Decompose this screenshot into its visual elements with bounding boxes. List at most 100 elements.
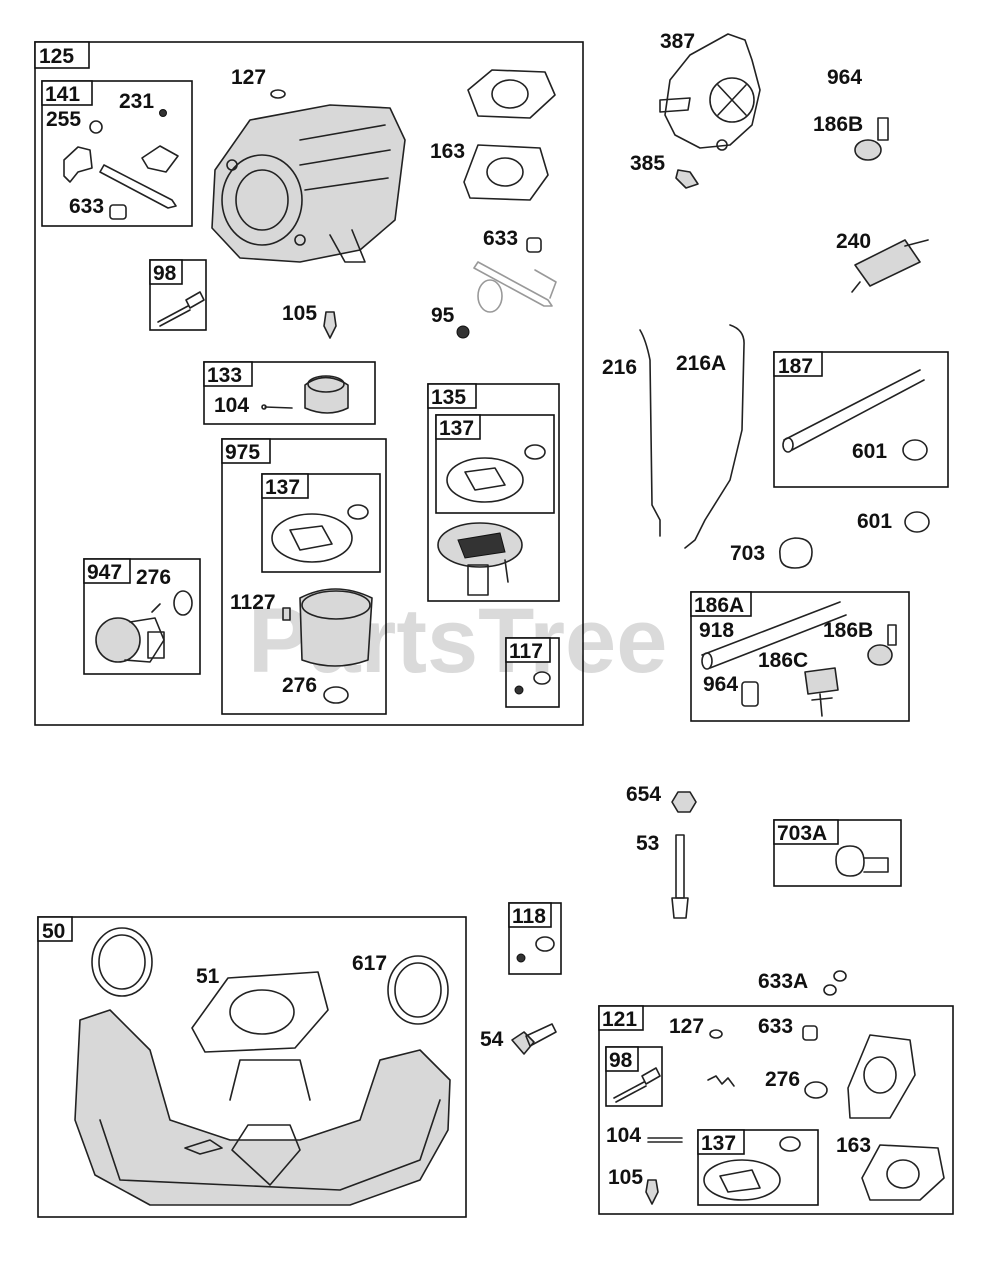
stud-53[interactable]: [671, 834, 689, 919]
fitting-186B[interactable]: [854, 117, 889, 161]
washer-276[interactable]: [323, 686, 349, 704]
box-label-133: 133: [207, 364, 242, 387]
needle-105[interactable]: [323, 311, 337, 339]
fuel-pump-387[interactable]: [659, 33, 761, 151]
box-label-137: 137: [701, 1132, 736, 1155]
pin-104[interactable]: [647, 1137, 683, 1143]
bushing-633[interactable]: [526, 237, 542, 253]
box-135[interactable]: 135 137: [427, 383, 560, 602]
nut-654[interactable]: [671, 791, 697, 813]
label-964-box: 964: [703, 673, 738, 696]
label-633: 633: [69, 195, 104, 218]
label-216A: 216A: [676, 352, 726, 375]
label-276: 276: [282, 674, 317, 697]
gasket-kit-upper[interactable]: [847, 1034, 916, 1119]
clip-703[interactable]: [778, 537, 813, 569]
screw-95[interactable]: [456, 325, 470, 339]
label-601-loose: 601: [857, 510, 892, 533]
link-216[interactable]: [639, 329, 661, 537]
label-601: 601: [852, 440, 887, 463]
fuel-solenoid[interactable]: [95, 603, 165, 663]
box-label-186A: 186A: [694, 594, 744, 617]
label-54: 54: [480, 1028, 504, 1051]
spring[interactable]: [707, 1075, 735, 1087]
label-104-kit: 104: [606, 1124, 641, 1147]
box-975[interactable]: 975 137: [221, 438, 387, 715]
fitting-186B-box[interactable]: [867, 624, 897, 666]
throttle-shaft-part[interactable]: [63, 109, 179, 220]
gasket-upper[interactable]: [467, 69, 556, 119]
screw-385[interactable]: [675, 169, 699, 189]
label-186B: 186B: [813, 113, 863, 136]
bushing-633-kit[interactable]: [802, 1025, 818, 1041]
fuel-line-918[interactable]: [701, 601, 847, 669]
box-label-50: 50: [42, 920, 65, 943]
box-label-141: 141: [45, 83, 80, 106]
hose-964[interactable]: [741, 681, 759, 707]
gasket-163[interactable]: [463, 144, 549, 201]
gasket-51[interactable]: [191, 971, 329, 1053]
float-bowl[interactable]: [299, 588, 373, 667]
gasket-163-kit[interactable]: [861, 1144, 945, 1201]
box-186A[interactable]: 186A: [690, 591, 910, 722]
box-117[interactable]: 117: [505, 637, 560, 708]
box-121[interactable]: 121 98 137: [598, 1005, 954, 1215]
box-98-in-121[interactable]: 98: [605, 1046, 663, 1107]
box-50[interactable]: 50: [37, 916, 467, 1218]
intake-manifold[interactable]: [74, 1009, 451, 1206]
label-186B-box: 186B: [823, 619, 873, 642]
float-bowl-plate[interactable]: [437, 522, 523, 596]
box-118[interactable]: 118: [508, 902, 562, 975]
screw-1127[interactable]: [282, 607, 291, 621]
label-654: 654: [626, 783, 661, 806]
label-276-solenoid: 276: [136, 566, 171, 589]
fuel-line-187[interactable]: [783, 369, 925, 451]
box-label-975: 975: [225, 441, 260, 464]
box-137-in-135[interactable]: 137: [435, 414, 555, 514]
bolt-54[interactable]: [511, 1023, 557, 1055]
label-163: 163: [430, 140, 465, 163]
label-95: 95: [431, 304, 455, 327]
box-label-703A: 703A: [777, 822, 827, 845]
link-216A[interactable]: [684, 324, 745, 549]
box-label-947: 947: [87, 561, 122, 584]
washer-276-solenoid[interactable]: [173, 590, 193, 616]
label-1127: 1127: [230, 591, 276, 614]
tee-fitting-186C[interactable]: [804, 667, 839, 717]
label-633A: 633A: [758, 970, 808, 993]
box-label-117: 117: [509, 640, 543, 663]
clamp-601[interactable]: [902, 439, 928, 461]
box-133[interactable]: 133: [203, 361, 376, 425]
box-947[interactable]: 947: [83, 558, 201, 675]
fuel-filter-240[interactable]: [851, 239, 929, 293]
box-125[interactable]: 125: [34, 41, 584, 726]
seal-ring-617[interactable]: [387, 955, 449, 1025]
label-703: 703: [730, 542, 765, 565]
needle-105-kit[interactable]: [645, 1179, 659, 1205]
box-137-in-121[interactable]: 137: [697, 1129, 819, 1206]
box-98[interactable]: 98: [149, 259, 207, 331]
label-255: 255: [46, 108, 81, 131]
label-633-choke: 633: [483, 227, 518, 250]
label-385: 385: [630, 152, 665, 175]
choke-shaft[interactable]: [473, 261, 557, 313]
box-187[interactable]: 187: [773, 351, 949, 488]
seal-127-kit[interactable]: [709, 1029, 723, 1039]
label-105-kit: 105: [608, 1166, 643, 1189]
seal-ring-left[interactable]: [91, 927, 153, 997]
label-105: 105: [282, 302, 317, 325]
seal-127[interactable]: [270, 89, 286, 99]
label-104: 104: [214, 394, 249, 417]
box-137-in-975[interactable]: 137: [261, 473, 381, 573]
clamp-601-loose[interactable]: [904, 511, 930, 533]
label-276-kit: 276: [765, 1068, 800, 1091]
carburetor-body[interactable]: [211, 104, 406, 263]
box-141[interactable]: 141: [41, 80, 193, 227]
label-186C: 186C: [758, 649, 808, 672]
seal-633A[interactable]: [823, 970, 847, 996]
box-label-125: 125: [39, 45, 74, 68]
box-703A[interactable]: 703A: [773, 819, 902, 887]
label-127-kit: 127: [669, 1015, 704, 1038]
washer-276-kit[interactable]: [804, 1081, 828, 1099]
